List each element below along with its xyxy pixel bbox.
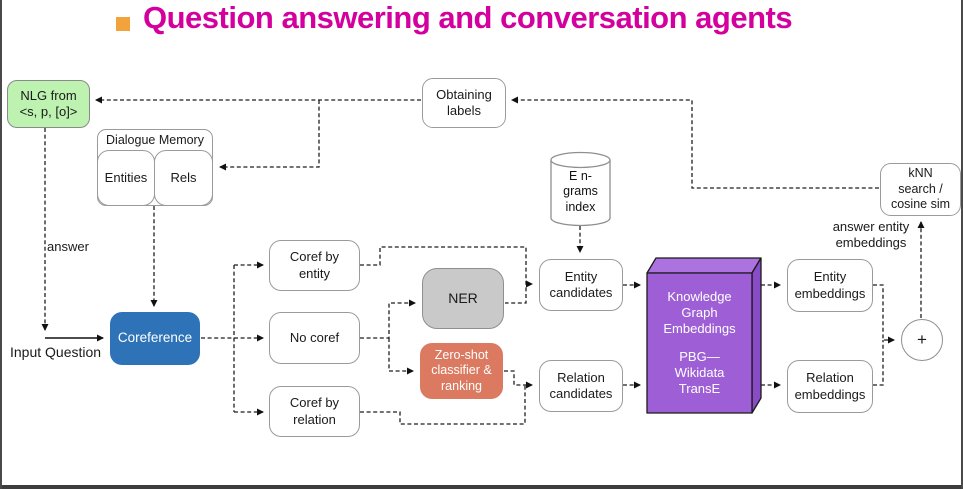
node-label: entity: [298, 265, 331, 281]
slide-title: Question answering and conversation agen…: [143, 0, 793, 35]
node-label: Obtaining: [436, 86, 492, 102]
line-coref-entity-route: [360, 246, 527, 304]
arrow-no-coref-to-zero-shot: [388, 338, 414, 375]
node-relation-candidates: Relation candidates: [539, 360, 623, 412]
node-plus-combiner: +: [901, 319, 943, 361]
node-engrams-index: E n- grams index: [551, 166, 610, 218]
node-rels: Rels: [154, 150, 213, 206]
node-label: labels: [447, 103, 481, 118]
node-label: Coreference: [117, 330, 193, 346]
node-label: Graph: [681, 305, 718, 320]
node-ner: NER: [422, 268, 504, 329]
node-coref-by-relation: Coref by relation: [269, 386, 360, 437]
node-label: relation: [293, 411, 336, 427]
node-label: Entity: [813, 269, 847, 285]
bottom-bar: [2, 485, 961, 489]
title-bullet-icon: [116, 17, 130, 31]
node-label: Coref by: [289, 249, 340, 265]
line-coref-relation-route: [360, 385, 526, 425]
node-label: Entities: [104, 169, 148, 185]
arrow-no-coref-to-ner: [360, 299, 416, 339]
node-label: candidates: [549, 285, 613, 300]
label-line: answer entity: [832, 219, 910, 234]
node-label: ranking: [441, 378, 482, 393]
node-label: TransE: [678, 381, 721, 396]
node-label: Rels: [170, 169, 197, 185]
arrow-knn-to-obtaining-labels: [511, 96, 879, 189]
line-relation-embeddings-to-plus: [873, 340, 884, 386]
kge-3d-box: [646, 257, 762, 414]
node-label: kNN: [908, 166, 933, 181]
node-entity-embeddings: Entity embeddings: [787, 259, 873, 312]
label-answer-entity-embeddings: answer entity embeddings: [824, 219, 918, 251]
node-entities: Entities: [97, 150, 155, 206]
line-coreference-splitter: [201, 265, 235, 412]
arrow-embeddings-to-plus: [873, 284, 895, 344]
label-input-question: Input Question: [10, 344, 102, 360]
node-label: NER: [448, 289, 478, 306]
node-label: embeddings: [794, 285, 866, 301]
node-label: Embeddings: [663, 321, 736, 337]
node-coref-by-entity: Coref by entity: [269, 240, 360, 291]
node-coreference: Coreference: [110, 312, 200, 365]
node-no-coref: No coref: [269, 312, 360, 364]
node-relation-embeddings: Relation embeddings: [787, 360, 873, 413]
label-answer: answer: [47, 239, 89, 254]
engrams-cylinder: [550, 151, 611, 227]
arrow-labels-to-dialogue-memory: [219, 100, 320, 171]
node-label: grams: [563, 184, 598, 199]
node-nlg: NLG from <s, p, [o]>: [7, 80, 90, 128]
node-label: search /: [898, 181, 943, 196]
node-label: Knowledge: [667, 288, 732, 304]
node-label: index: [565, 199, 596, 214]
node-label: NLG from: [20, 87, 77, 103]
node-obtaining-labels: Obtaining labels: [422, 78, 506, 128]
node-label: +: [917, 330, 927, 350]
node-label: classifier &: [431, 363, 492, 378]
node-label: candidates: [549, 386, 613, 401]
node-label: E n-: [569, 168, 592, 183]
line-zero-shot-route: [504, 370, 525, 386]
node-label: <s, p, [o]>: [19, 104, 78, 119]
node-zero-shot-classifier: Zero-shot classifier & ranking: [420, 343, 503, 399]
node-label: Relation: [806, 370, 854, 386]
node-label: No coref: [289, 329, 340, 345]
node-label: Wikidata: [674, 364, 725, 380]
node-label: Zero-shot: [434, 347, 489, 362]
node-label: PBG—: [679, 348, 720, 364]
node-label: embeddings: [794, 386, 866, 402]
node-label: Coref by: [289, 395, 340, 411]
node-label: Entity: [564, 268, 598, 284]
node-label: Dialogue Memory: [106, 133, 204, 147]
node-knn-search: kNN search / cosine sim: [880, 163, 961, 216]
node-label: Relation: [557, 369, 605, 385]
node-label: cosine sim: [890, 197, 951, 212]
node-entity-candidates: Entity candidates: [539, 259, 623, 311]
node-knowledge-graph-embeddings: Knowledge Graph Embeddings PBG— Wikidata…: [647, 276, 752, 410]
label-line: embeddings: [835, 234, 907, 250]
